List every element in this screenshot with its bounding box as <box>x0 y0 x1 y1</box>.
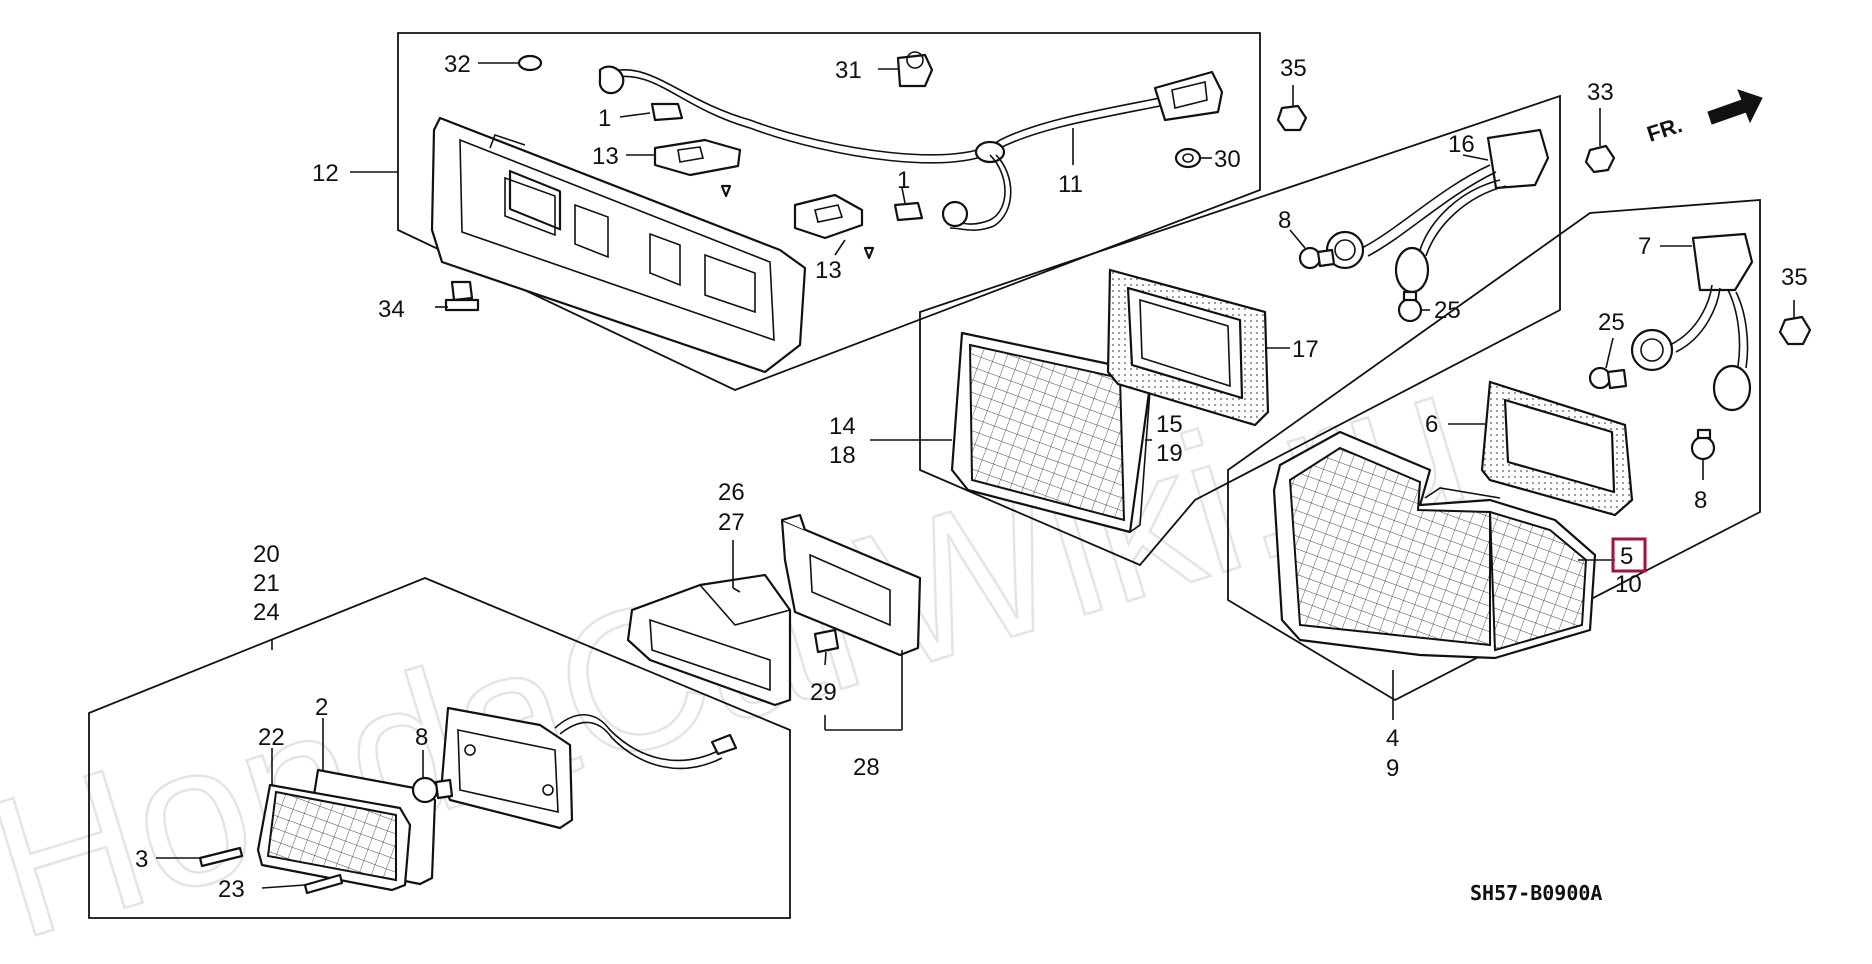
callout-1-upper[interactable]: 1 <box>598 105 611 132</box>
callout-5[interactable]: 5 <box>1620 543 1633 570</box>
tail-lamp-assembly <box>1272 430 1597 660</box>
rear-license-garnish <box>430 116 807 374</box>
nut-33 <box>1584 144 1616 174</box>
nut-35-right <box>1778 315 1812 346</box>
callout-21[interactable]: 21 <box>253 570 280 597</box>
highlighted-callout-frame <box>1611 537 1647 573</box>
callout-labels: 32 1 13 12 34 31 1 13 11 35 30 33 16 8 2… <box>135 51 1808 903</box>
callout-12[interactable]: 12 <box>312 160 339 187</box>
callout-25-inner[interactable]: 25 <box>1434 297 1461 324</box>
diagram-code: SH57-B0900A <box>1470 881 1602 905</box>
callout-3[interactable]: 3 <box>135 846 148 873</box>
callout-8-tail[interactable]: 8 <box>1694 487 1707 514</box>
license-light-harness <box>598 65 1224 231</box>
side-marker-lens-26 <box>626 573 792 707</box>
bulb-1-lower <box>893 201 924 222</box>
front-turn-lamp-housing <box>440 706 738 830</box>
leader-lines <box>156 62 1795 889</box>
bolt-34 <box>444 280 480 312</box>
callout-1-lower[interactable]: 1 <box>897 167 910 194</box>
bulb-25-tail <box>1588 366 1628 390</box>
grommet-32 <box>517 54 543 72</box>
callout-25-tail[interactable]: 25 <box>1598 309 1625 336</box>
callout-16[interactable]: 16 <box>1448 131 1475 158</box>
direction-label: FR. <box>1644 112 1685 147</box>
group-box-front-lamp <box>88 577 791 919</box>
nut-35-top <box>1276 104 1308 132</box>
callout-13-upper[interactable]: 13 <box>592 143 619 170</box>
callout-6[interactable]: 6 <box>1425 411 1438 438</box>
group-box-tail-lamp <box>1227 199 1761 702</box>
socket-harness-16 <box>1325 128 1550 294</box>
callout-8-inner[interactable]: 8 <box>1278 207 1291 234</box>
front-direction-arrow: FR. <box>1644 89 1763 147</box>
bulb-8-front <box>411 776 454 804</box>
callout-33[interactable]: 33 <box>1587 79 1614 106</box>
bulb-25-inner <box>1397 290 1423 323</box>
clip-31 <box>896 51 934 88</box>
callout-31[interactable]: 31 <box>835 57 862 84</box>
callout-13-lower[interactable]: 13 <box>815 257 842 284</box>
callout-28[interactable]: 28 <box>853 754 880 781</box>
screw-3 <box>198 846 244 868</box>
callout-22[interactable]: 22 <box>258 724 285 751</box>
callout-11[interactable]: 11 <box>1058 171 1083 198</box>
callout-35-right[interactable]: 35 <box>1781 264 1808 291</box>
gasket-17 <box>1106 268 1270 427</box>
callout-4[interactable]: 4 <box>1386 725 1399 752</box>
socket-harness-7 <box>1630 232 1754 412</box>
callout-32[interactable]: 32 <box>444 51 471 78</box>
callout-15[interactable]: 15 <box>1156 411 1183 438</box>
callout-18[interactable]: 18 <box>829 442 856 469</box>
screw-23 <box>303 873 344 895</box>
bulb-1-upper <box>650 102 684 122</box>
callout-24[interactable]: 24 <box>253 599 280 626</box>
callout-19[interactable]: 19 <box>1156 440 1183 467</box>
callout-10[interactable]: 10 <box>1615 571 1642 598</box>
grommet-30 <box>1174 147 1202 169</box>
bulb-8-inner <box>1298 246 1336 270</box>
callout-29[interactable]: 29 <box>810 679 837 706</box>
callout-20[interactable]: 20 <box>253 541 280 568</box>
gasket-6 <box>1480 380 1634 517</box>
back-up-lamp-14 <box>950 331 1152 534</box>
group-box-rear-garnish <box>397 32 1261 391</box>
callout-8-front[interactable]: 8 <box>415 724 428 751</box>
callout-7[interactable]: 7 <box>1638 233 1651 260</box>
callout-26[interactable]: 26 <box>718 479 745 506</box>
callout-35-top[interactable]: 35 <box>1280 55 1307 82</box>
bulb-8-tail <box>1690 428 1716 461</box>
side-marker-bracket-28 <box>780 513 922 657</box>
callout-30[interactable]: 30 <box>1214 146 1241 173</box>
callout-9[interactable]: 9 <box>1386 755 1399 782</box>
callout-34[interactable]: 34 <box>378 296 405 323</box>
license-light-13-lower <box>793 193 875 260</box>
callout-23[interactable]: 23 <box>218 876 245 903</box>
callout-14[interactable]: 14 <box>829 413 856 440</box>
group-box-inner-lamp <box>919 94 1561 567</box>
license-light-13-upper <box>653 138 742 198</box>
clip-29 <box>813 628 840 654</box>
callout-17[interactable]: 17 <box>1292 336 1319 363</box>
front-lens-22 <box>256 783 412 892</box>
callout-27[interactable]: 27 <box>718 509 745 536</box>
callout-2[interactable]: 2 <box>315 694 328 721</box>
